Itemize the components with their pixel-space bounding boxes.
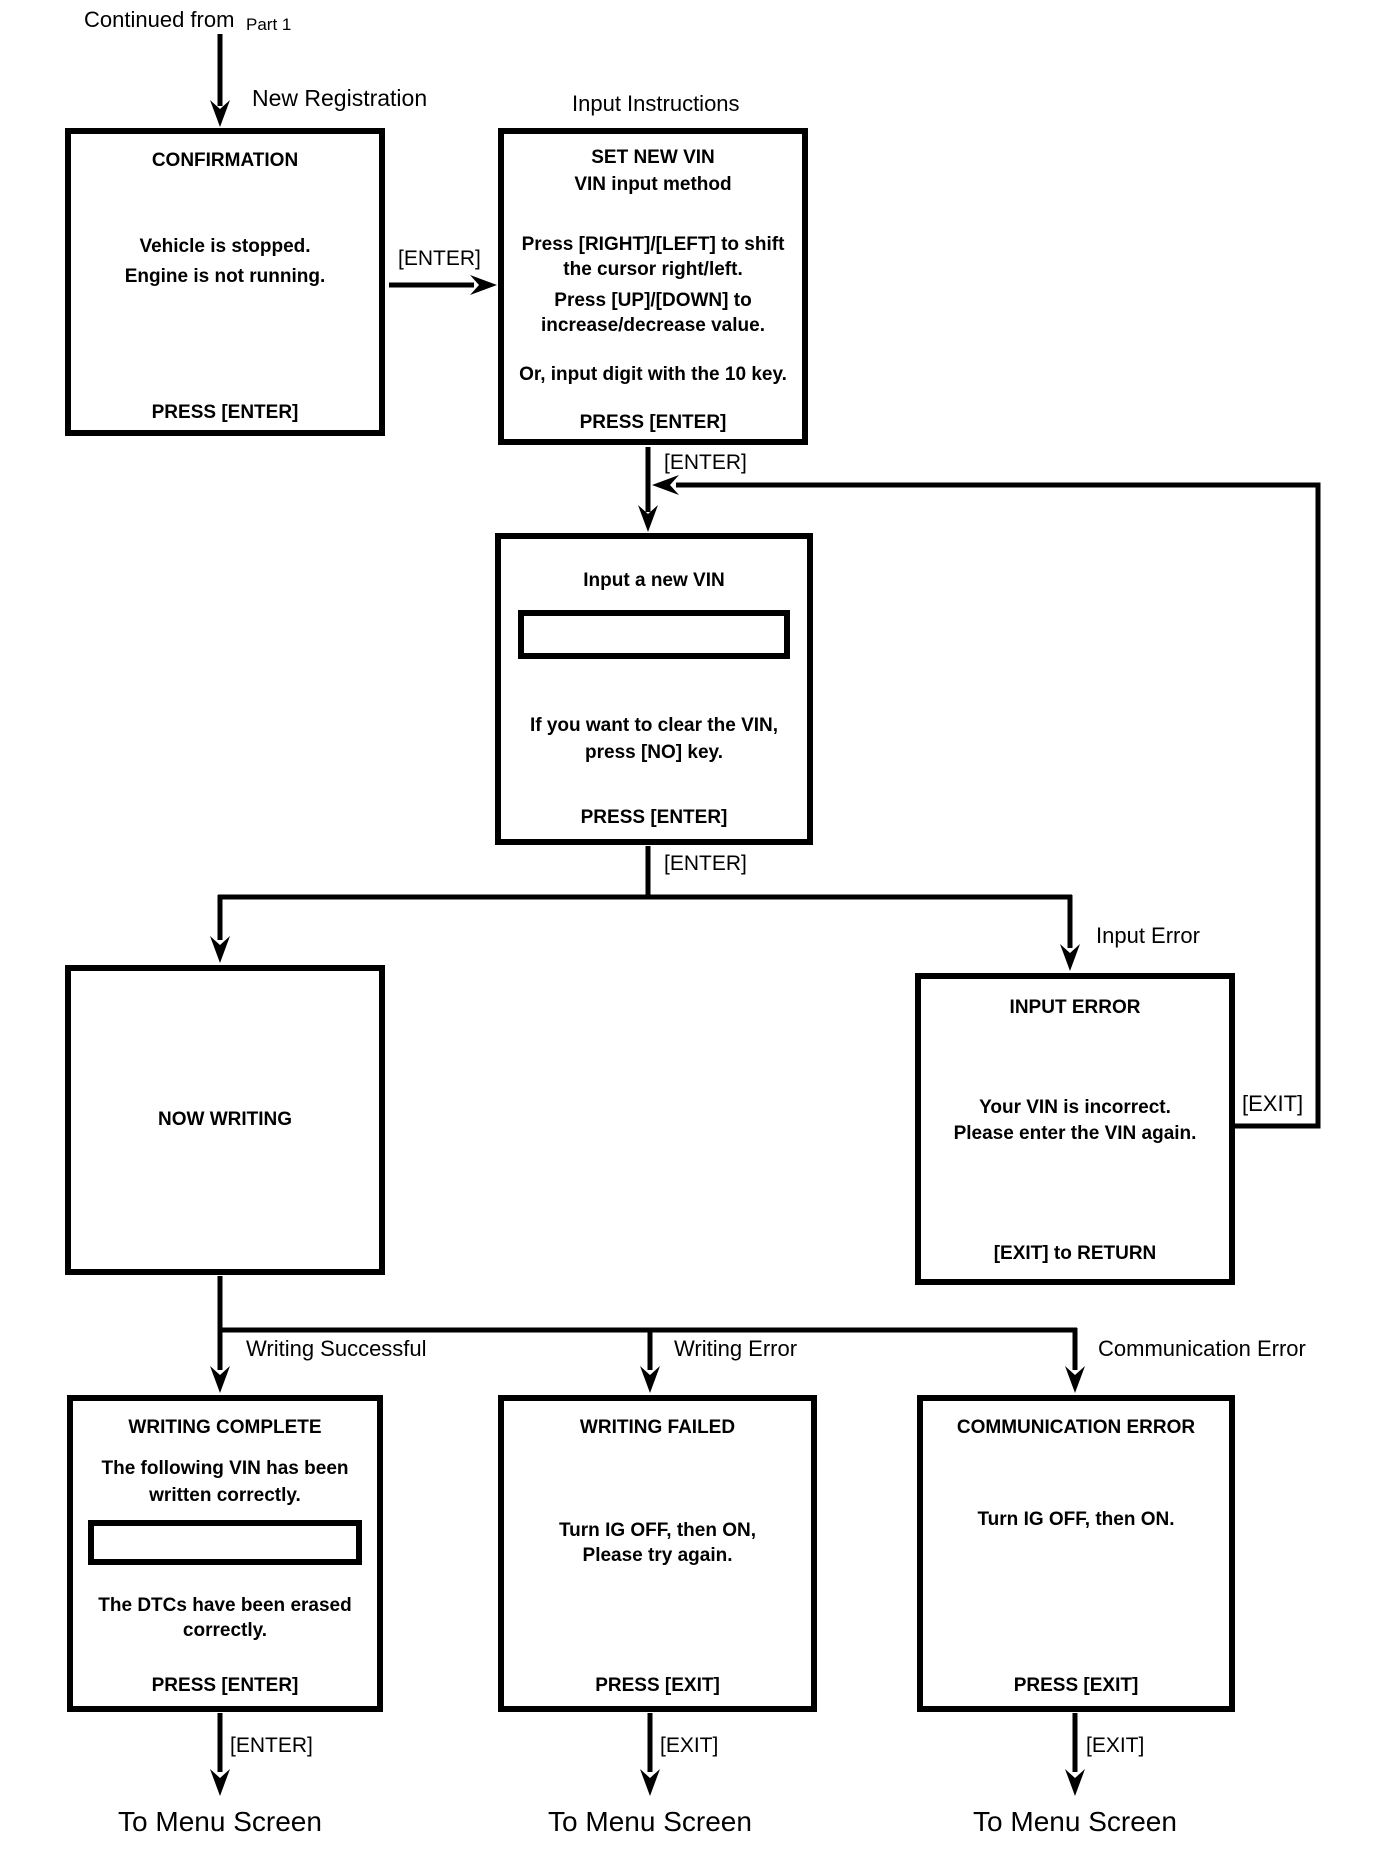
screen-footer: PRESS [ENTER]: [580, 807, 728, 828]
exit-label: [EXIT]: [1242, 1091, 1304, 1116]
to-menu-screen-label: To Menu Screen: [118, 1806, 322, 1837]
communication-error-label: Communication Error: [1098, 1336, 1306, 1361]
screen-title: SET NEW VIN: [591, 147, 715, 168]
screen-text: Your VIN is incorrect.: [979, 1097, 1171, 1118]
screen-title: NOW WRITING: [157, 1109, 293, 1130]
screen-footer: PRESS [EXIT]: [595, 1675, 720, 1696]
enter-label: [ENTER]: [398, 247, 481, 270]
screen-communication-error: COMMUNICATION ERROR Turn IG OFF, then ON…: [917, 1395, 1235, 1712]
screen-title: WRITING COMPLETE: [128, 1417, 322, 1438]
arrowhead-down-icon: [1065, 1366, 1085, 1393]
part-1-label: Part 1: [246, 15, 292, 34]
arrowhead-down-icon: [210, 100, 230, 127]
screen-input-new-vin: Input a new VIN If you want to clear the…: [495, 533, 813, 845]
arrowhead-down-icon: [640, 1366, 660, 1393]
to-menu-screen-label: To Menu Screen: [548, 1806, 752, 1837]
new-registration-label: New Registration: [252, 85, 428, 111]
to-menu-screen-label: To Menu Screen: [973, 1806, 1177, 1837]
screen-text: The following VIN has been: [101, 1458, 349, 1479]
exit-label: [EXIT]: [1086, 1734, 1145, 1757]
writing-successful-label: Writing Successful: [246, 1336, 427, 1361]
screen-title: INPUT ERROR: [1009, 997, 1141, 1018]
arrowhead-down-icon: [640, 1769, 660, 1796]
vin-input-field: [518, 610, 790, 659]
input-error-label: Input Error: [1096, 923, 1200, 948]
screen-now-writing: NOW WRITING: [65, 965, 385, 1275]
screen-footer: PRESS [EXIT]: [1013, 1675, 1139, 1696]
screen-text: Turn IG OFF, then ON,: [558, 1520, 757, 1541]
vin-output-field: [88, 1520, 362, 1565]
screen-title: Input a new VIN: [583, 570, 725, 591]
input-instructions-label: Input Instructions: [572, 91, 740, 116]
screen-confirmation: CONFIRMATION Vehicle is stopped. Engine …: [65, 128, 385, 436]
arrowhead-down-icon: [210, 1366, 230, 1393]
arrowhead-left-icon: [652, 475, 679, 495]
continued-from-label: Continued from: [84, 7, 235, 32]
screen-text: correctly.: [182, 1620, 268, 1641]
screen-text: Press [RIGHT]/[LEFT] to shift: [521, 234, 785, 255]
screen-input-error: INPUT ERROR Your VIN is incorrect. Pleas…: [915, 973, 1235, 1285]
screen-footer: PRESS [ENTER]: [579, 412, 727, 433]
screen-title: WRITING FAILED: [579, 1417, 736, 1438]
enter-label: [ENTER]: [664, 451, 747, 474]
screen-text: Engine is not running.: [124, 266, 326, 287]
screen-text: the cursor right/left.: [563, 259, 743, 280]
writing-error-label: Writing Error: [674, 1336, 798, 1361]
arrowhead-down-icon: [1060, 944, 1080, 971]
arrowhead-right-icon: [470, 275, 497, 295]
screen-writing-failed: WRITING FAILED Turn IG OFF, then ON, Ple…: [498, 1395, 817, 1712]
enter-label: [ENTER]: [230, 1734, 313, 1757]
screen-text: The DTCs have been erased: [98, 1595, 352, 1616]
screen-text: increase/decrease value.: [541, 315, 765, 336]
arrowhead-down-icon: [1065, 1769, 1085, 1796]
connector-exit-return-line: [676, 482, 1321, 1129]
screen-title: COMMUNICATION ERROR: [956, 1417, 1196, 1438]
screen-text: If you want to clear the VIN,: [529, 715, 779, 736]
screen-text: Or, input digit with the 10 key.: [519, 364, 787, 385]
arrowhead-down-icon: [638, 505, 658, 532]
enter-label: [ENTER]: [664, 852, 747, 875]
screen-text: Please enter the VIN again.: [953, 1123, 1197, 1144]
screen-title: VIN input method: [574, 174, 732, 195]
screen-text: Turn IG OFF, then ON.: [977, 1509, 1175, 1530]
screen-text: Vehicle is stopped.: [139, 236, 311, 257]
screen-footer: [EXIT] to RETURN: [993, 1243, 1157, 1264]
screen-set-new-vin: SET NEW VIN VIN input method Press [RIGH…: [498, 128, 808, 445]
arrowhead-down-icon: [210, 1769, 230, 1796]
screen-writing-complete: WRITING COMPLETE The following VIN has b…: [67, 1395, 383, 1712]
screen-footer: PRESS [ENTER]: [151, 1675, 299, 1696]
arrowhead-down-icon: [210, 936, 230, 963]
screen-footer: PRESS [ENTER]: [151, 402, 299, 423]
screen-text: press [NO] key.: [585, 742, 723, 763]
exit-label: [EXIT]: [660, 1734, 719, 1757]
screen-text: Please try again.: [582, 1545, 733, 1566]
screen-text: written correctly.: [149, 1485, 301, 1506]
screen-title: CONFIRMATION: [151, 150, 299, 171]
screen-text: Press [UP]/[DOWN] to: [554, 290, 752, 311]
